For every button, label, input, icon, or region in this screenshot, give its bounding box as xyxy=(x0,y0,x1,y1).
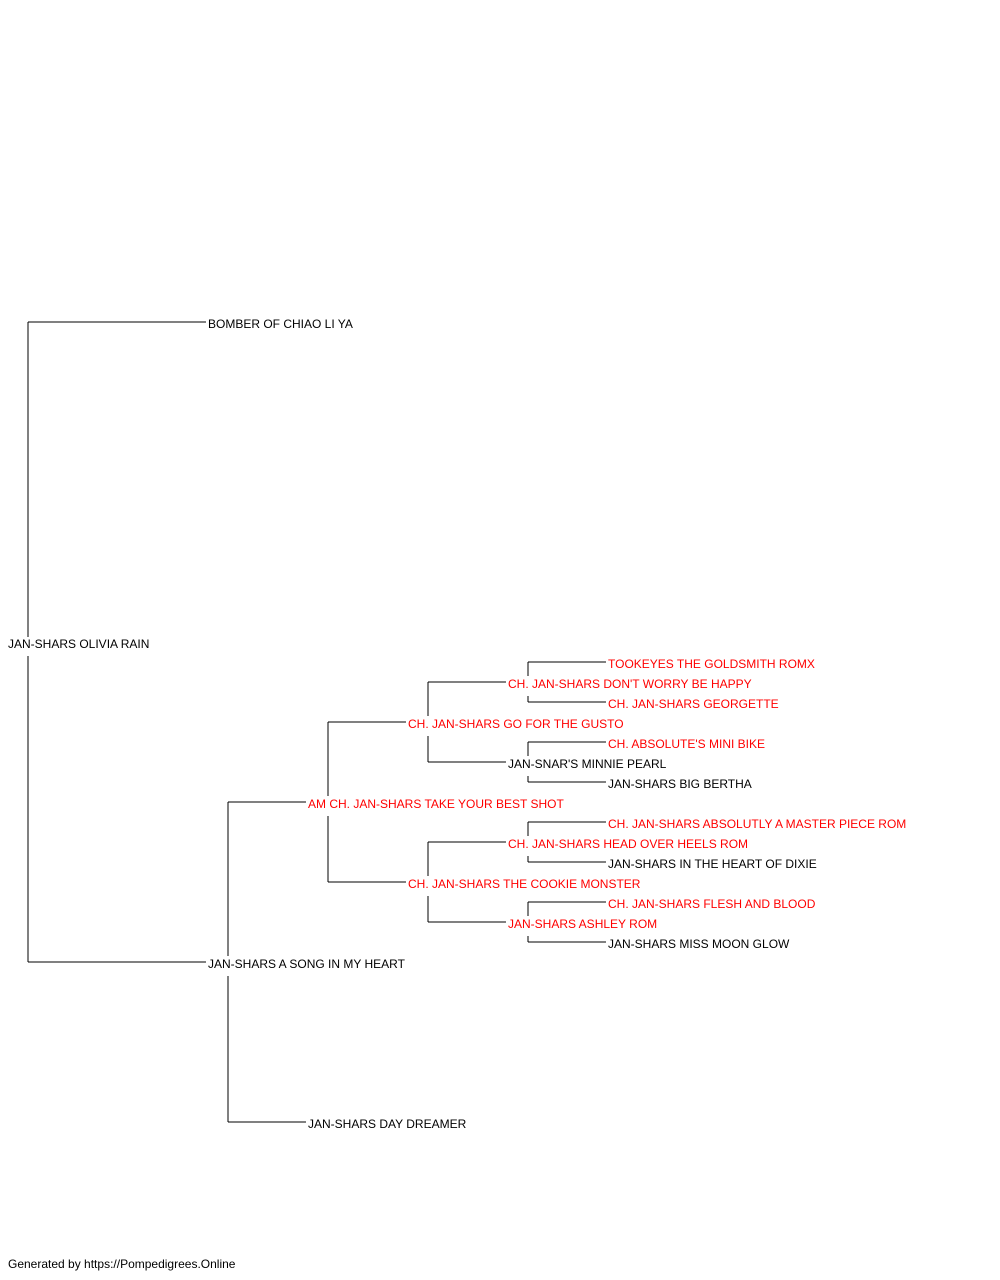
sire-name: BOMBER OF CHIAO LI YA xyxy=(208,317,353,331)
dam-sire-dam-sire-sire-name: CH. JAN-SHARS ABSOLUTLY A MASTER PIECE R… xyxy=(608,817,906,831)
pedigree-labels: JAN-SHARS OLIVIA RAIN BOMBER OF CHIAO LI… xyxy=(8,317,906,1131)
dam-sire-dam-dam-sire-name: CH. JAN-SHARS FLESH AND BLOOD xyxy=(608,897,816,911)
dam-sire-sire-sire-name: CH. JAN-SHARS DON'T WORRY BE HAPPY xyxy=(508,677,752,691)
dam-sire-dam-dam-dam-name: JAN-SHARS MISS MOON GLOW xyxy=(608,937,790,951)
dam-sire-dam-sire-name: CH. JAN-SHARS HEAD OVER HEELS ROM xyxy=(508,837,748,851)
dam-name: JAN-SHARS A SONG IN MY HEART xyxy=(208,957,406,971)
dam-sire-sire-dam-sire-name: CH. ABSOLUTE'S MINI BIKE xyxy=(608,737,765,751)
dam-sire-name: AM CH. JAN-SHARS TAKE YOUR BEST SHOT xyxy=(308,797,564,811)
dam-sire-sire-sire-sire-name: TOOKEYES THE GOLDSMITH ROMX xyxy=(608,657,815,671)
dam-sire-dam-dam-name: JAN-SHARS ASHLEY ROM xyxy=(508,917,657,931)
dam-sire-dam-sire-dam-name: JAN-SHARS IN THE HEART OF DIXIE xyxy=(608,857,817,871)
pedigree-connectors xyxy=(27,321,606,1123)
subject-name: JAN-SHARS OLIVIA RAIN xyxy=(8,637,149,651)
dam-sire-sire-sire-dam-name: CH. JAN-SHARS GEORGETTE xyxy=(608,697,779,711)
dam-sire-sire-dam-dam-name: JAN-SHARS BIG BERTHA xyxy=(608,777,752,791)
dam-sire-dam-name: CH. JAN-SHARS THE COOKIE MONSTER xyxy=(408,877,641,891)
dam-dam-name: JAN-SHARS DAY DREAMER xyxy=(308,1117,467,1131)
dam-sire-sire-dam-name: JAN-SNAR'S MINNIE PEARL xyxy=(508,757,667,771)
dam-sire-sire-name: CH. JAN-SHARS GO FOR THE GUSTO xyxy=(408,717,624,731)
footer-credit: Generated by https://Pompedigrees.Online xyxy=(8,1257,236,1271)
